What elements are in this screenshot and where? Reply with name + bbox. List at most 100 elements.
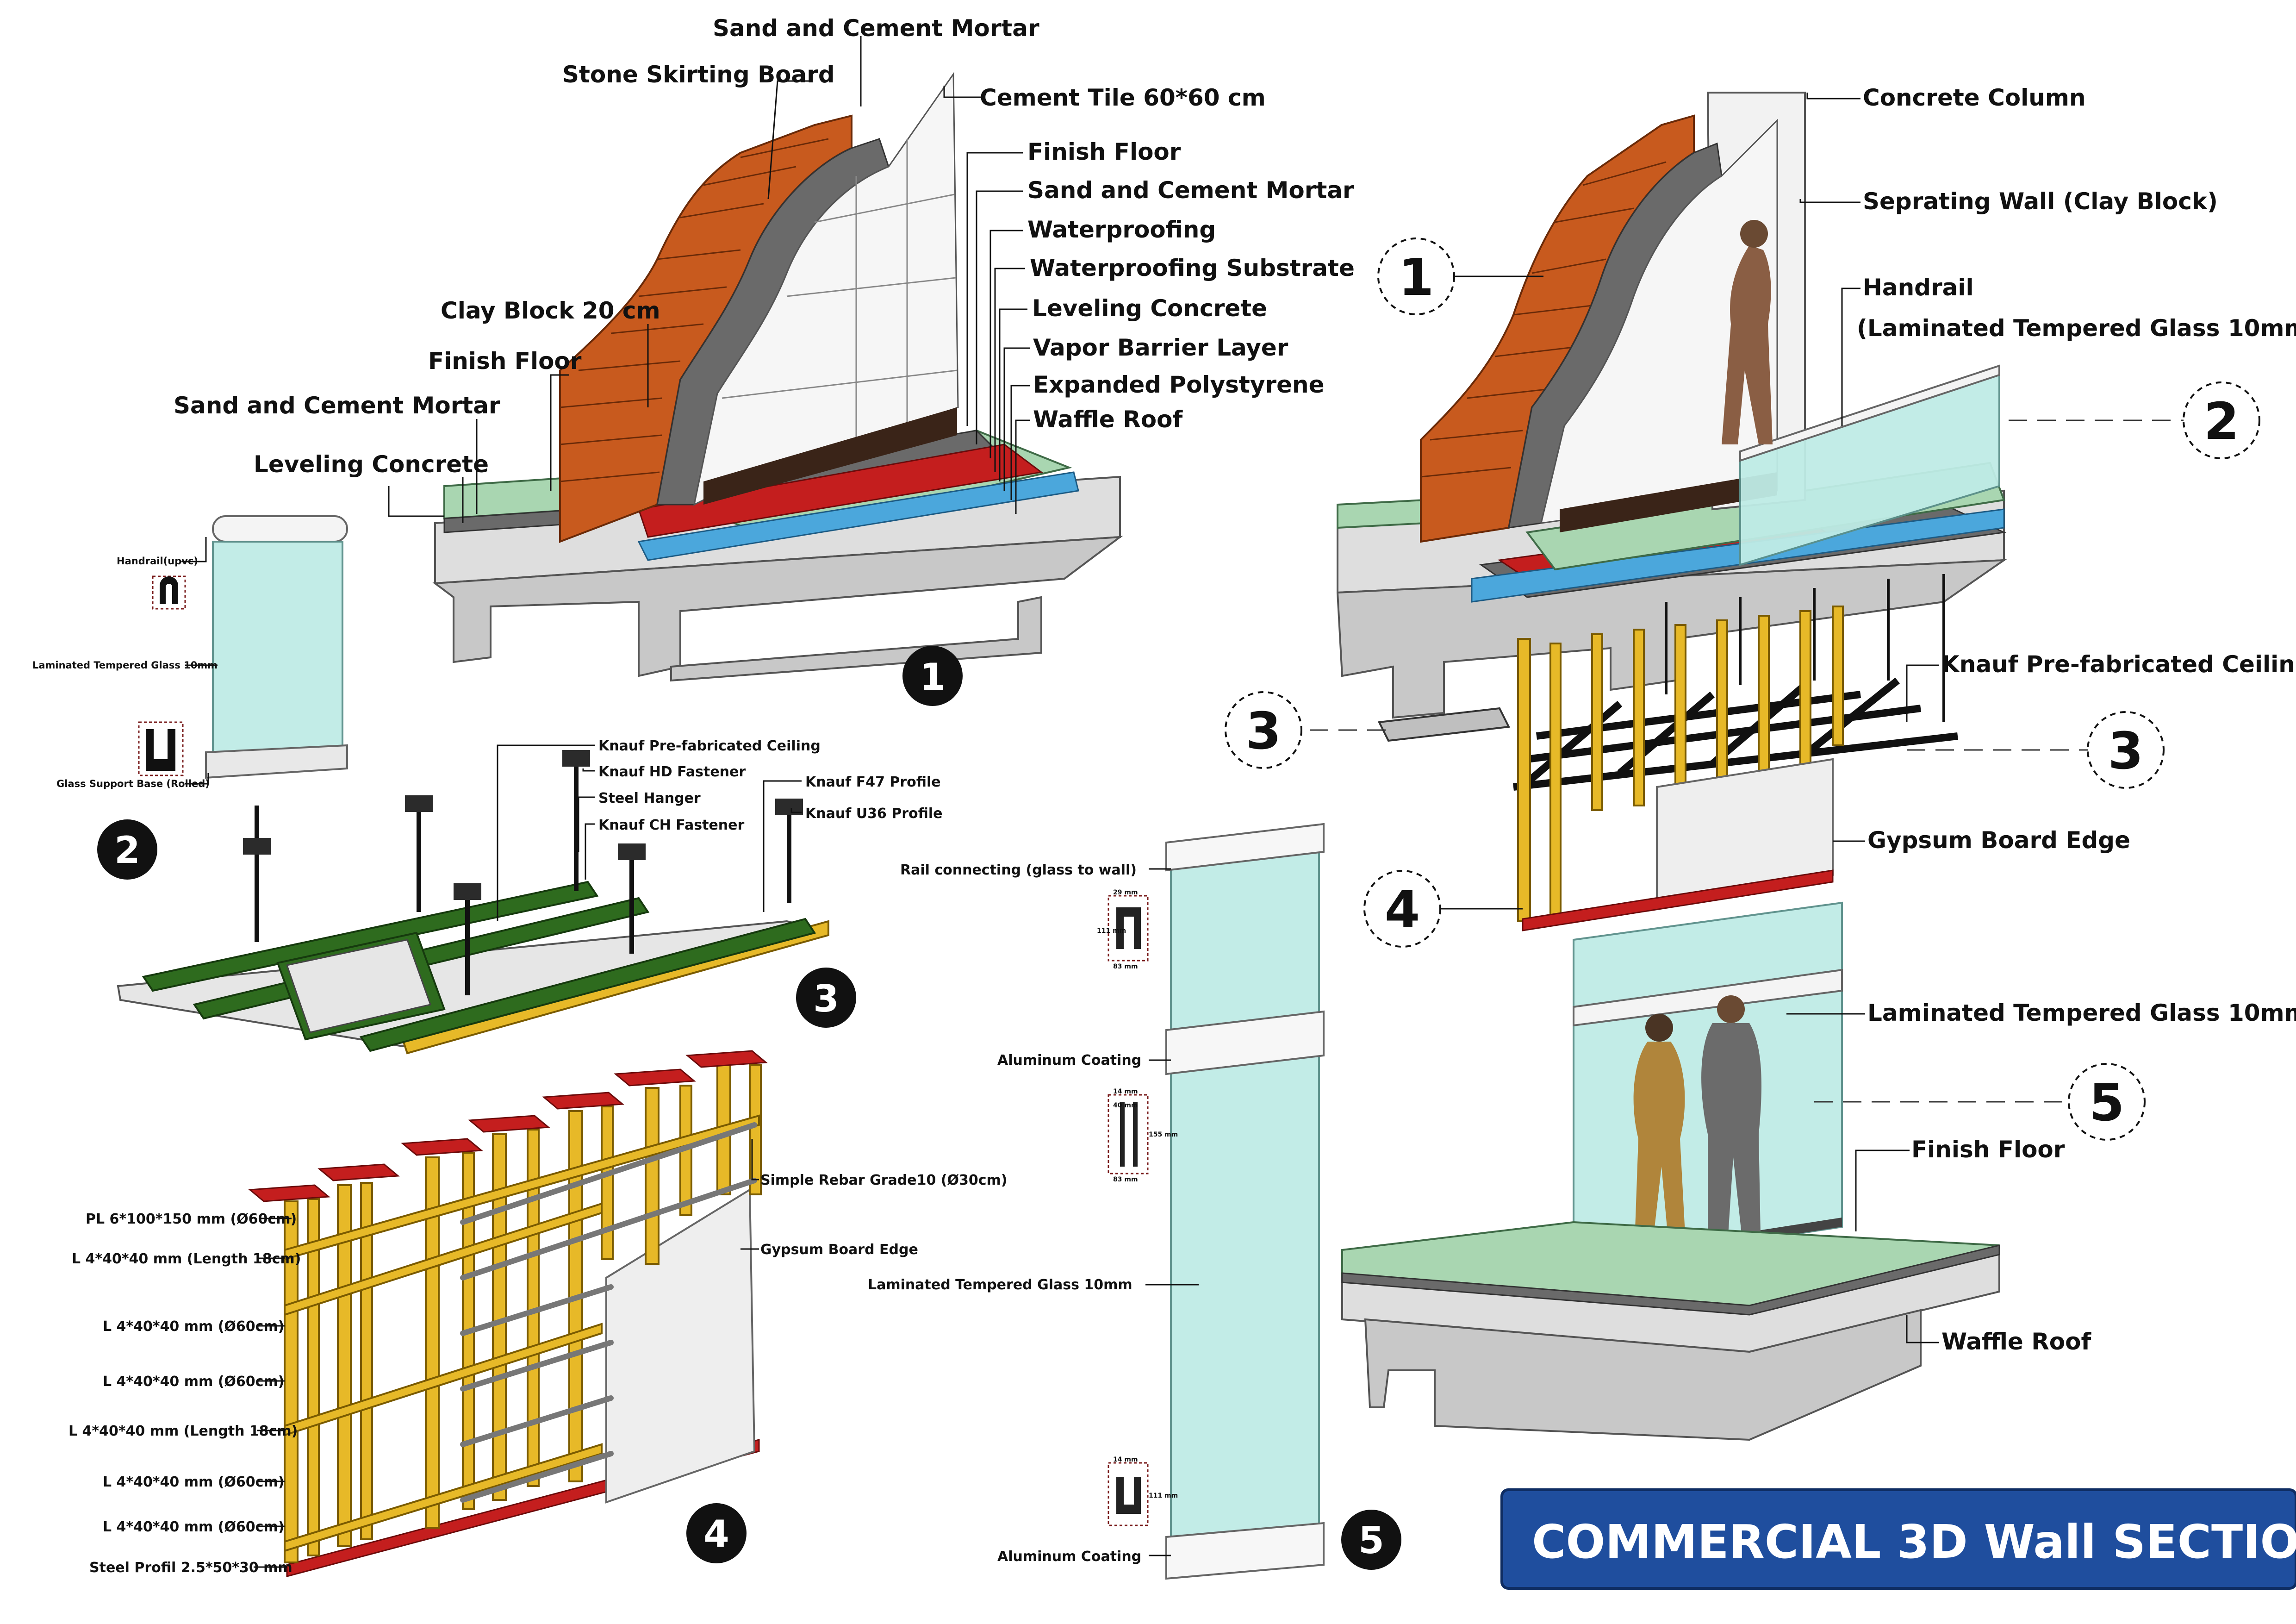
- callout-4: 4: [1363, 870, 1441, 948]
- d3-label-6: Knauf U36 Profile: [805, 806, 943, 822]
- title-text: COMMERCIAL 3D Wall SECTION: [1532, 1515, 2296, 1569]
- detail-3-drawing: [117, 750, 829, 1055]
- svg-text:1: 1: [1399, 248, 1434, 307]
- d1-label-9: Vapor Barrier Layer: [1033, 334, 1288, 361]
- detail-4-drawing: [248, 1050, 768, 1577]
- callout-5: 5: [2068, 1063, 2146, 1141]
- svg-text:3: 3: [1246, 701, 1282, 761]
- d1-label-2: Stone Skirting Board: [562, 61, 835, 88]
- main-label-4: (Laminated Tempered Glass 10mm): [1857, 315, 2296, 342]
- svg-text:1: 1: [920, 656, 946, 699]
- main-label-2: Seprating Wall (Clay Block): [1863, 188, 2218, 215]
- d5-label-4: Aluminum Coating: [997, 1549, 1141, 1565]
- d4-label-9: Simple Rebar Grade10 (Ø30cm): [760, 1172, 1008, 1188]
- main-leaders: [1310, 93, 2184, 1343]
- d1-label-6: Waterproofing: [1027, 216, 1216, 243]
- d3-label-4: Knauf CH Fastener: [598, 817, 744, 833]
- title-banner: COMMERCIAL 3D Wall SECTION: [1500, 1488, 2296, 1590]
- d5-dim-7: 83 mm: [1113, 1176, 1138, 1183]
- d5-dim-3: 83 mm: [1113, 963, 1138, 970]
- d4-label-8: Steel Profil 2.5*50*30 mm: [89, 1560, 292, 1576]
- detail-5-badge: 5: [1341, 1510, 1401, 1570]
- detail-5-leaders: [1145, 868, 1199, 1556]
- d1-label-1: Sand and Cement Mortar: [713, 15, 1039, 42]
- detail-2-leaders: [181, 537, 218, 785]
- d3-label-3: Steel Hanger: [598, 790, 701, 806]
- detail-2-drawing: [138, 515, 348, 779]
- d1-label-11: Waffle Roof: [1033, 406, 1183, 433]
- d2-label-1: Handrail(upvc): [117, 556, 198, 567]
- d5-dim-6: 155 mm: [1149, 1131, 1178, 1138]
- d4-label-2: L 4*40*40 mm (Length 18cm): [72, 1251, 301, 1267]
- d4-label-6: L 4*40*40 mm (Ø60cm): [103, 1474, 284, 1490]
- main-label-8: Finish Floor: [1911, 1136, 2065, 1163]
- detail-3-leaders: [497, 744, 802, 921]
- detail-4-labels: PL 6*100*150 mm (Ø60cm) L 4*40*40 mm (Le…: [68, 1172, 1008, 1576]
- main-composite-drawing: [1336, 92, 2007, 1441]
- d1-label-15: Leveling Concrete: [254, 451, 489, 478]
- d5-dim-5: 40 mm: [1113, 1102, 1138, 1109]
- main-label-6: Gypsum Board Edge: [1867, 827, 2130, 854]
- detail-5-labels: Rail connecting (glass to wall) Aluminum…: [868, 862, 1141, 1565]
- d1-label-4: Finish Floor: [1027, 138, 1181, 165]
- d1-label-7: Waterproofing Substrate: [1030, 255, 1355, 281]
- d3-label-2: Knauf HD Fastener: [598, 764, 746, 780]
- detail-2-labels: Handrail(upvc) Laminated Tempered Glass …: [32, 556, 218, 789]
- svg-text:5: 5: [1358, 1519, 1384, 1562]
- d5-label-3: Laminated Tempered Glass 10mm: [868, 1277, 1132, 1293]
- callout-3-left: 3: [1225, 691, 1302, 769]
- svg-text:3: 3: [2108, 721, 2144, 781]
- d1-label-10: Expanded Polystyrene: [1033, 371, 1325, 398]
- detail-1-drawing: [432, 72, 1123, 682]
- detail-5-dims: 29 mm 111 mm 83 mm 14 mm 40 mm 155 mm 83…: [1097, 889, 1178, 1499]
- main-label-5: Knauf Pre-fabricated Ceiling: [1941, 651, 2296, 678]
- d4-label-10: Gypsum Board Edge: [760, 1242, 918, 1258]
- d5-dim-2: 111 mm: [1097, 927, 1126, 935]
- d4-label-5: L 4*40*40 mm (Length 18cm): [68, 1423, 298, 1439]
- svg-text:4: 4: [1385, 880, 1420, 939]
- d5-dim-4: 14 mm: [1113, 1088, 1138, 1095]
- svg-text:2: 2: [114, 829, 140, 872]
- svg-text:4: 4: [703, 1512, 729, 1555]
- d1-label-8: Leveling Concrete: [1032, 295, 1267, 322]
- d1-label-13: Finish Floor: [428, 348, 582, 375]
- d2-label-2: Laminated Tempered Glass 10mm: [32, 660, 218, 671]
- d4-label-4: L 4*40*40 mm (Ø60cm): [103, 1374, 284, 1390]
- d1-label-12: Clay Block 20 cm: [441, 297, 660, 324]
- d1-label-3: Cement Tile 60*60 cm: [980, 84, 1266, 111]
- detail-3-labels: Knauf Pre-fabricated Ceiling Knauf HD Fa…: [598, 738, 943, 833]
- d4-label-3: L 4*40*40 mm (Ø60cm): [103, 1318, 284, 1335]
- svg-text:2: 2: [2204, 392, 2240, 451]
- d3-label-1: Knauf Pre-fabricated Ceiling: [598, 738, 821, 754]
- main-label-7: Laminated Tempered Glass 10mm: [1867, 999, 2296, 1026]
- main-callouts: 1 2 3 3 4 5: [1225, 237, 2260, 1141]
- callout-2: 2: [2183, 381, 2260, 459]
- callout-3-right: 3: [2087, 711, 2165, 789]
- d5-label-1: Rail connecting (glass to wall): [900, 862, 1137, 878]
- svg-text:3: 3: [813, 977, 839, 1020]
- svg-text:5: 5: [2089, 1073, 2125, 1132]
- callout-1: 1: [1377, 237, 1455, 315]
- detail-1-badge: 1: [902, 646, 963, 706]
- detail-1-leaders: [388, 36, 1030, 523]
- d5-dim-1: 29 mm: [1113, 889, 1138, 896]
- d2-label-3: Glass Support Base (Rolled): [56, 778, 210, 789]
- d4-label-7: L 4*40*40 mm (Ø60cm): [103, 1519, 284, 1535]
- main-label-3: Handrail: [1863, 274, 1974, 301]
- main-label-9: Waffle Roof: [1941, 1328, 2091, 1355]
- detail-4-leaders: [254, 1139, 759, 1568]
- d5-dim-9: 111 mm: [1149, 1492, 1178, 1499]
- d1-label-14: Sand and Cement Mortar: [174, 392, 500, 419]
- detail-4-badge: 4: [686, 1503, 747, 1563]
- d1-label-5: Sand and Cement Mortar: [1027, 177, 1354, 204]
- d5-label-2: Aluminum Coating: [997, 1052, 1141, 1068]
- detail-2-badge: 2: [97, 819, 157, 880]
- main-labels: Concrete Column Seprating Wall (Clay Blo…: [1857, 84, 2296, 1355]
- main-label-1: Concrete Column: [1863, 84, 2086, 111]
- detail-1-labels: Sand and Cement Mortar Stone Skirting Bo…: [174, 15, 1355, 478]
- detail-3-badge: 3: [796, 968, 856, 1028]
- d5-dim-8: 14 mm: [1113, 1456, 1138, 1463]
- d4-label-1: PL 6*100*150 mm (Ø60cm): [86, 1211, 297, 1227]
- d3-label-5: Knauf F47 Profile: [805, 774, 941, 790]
